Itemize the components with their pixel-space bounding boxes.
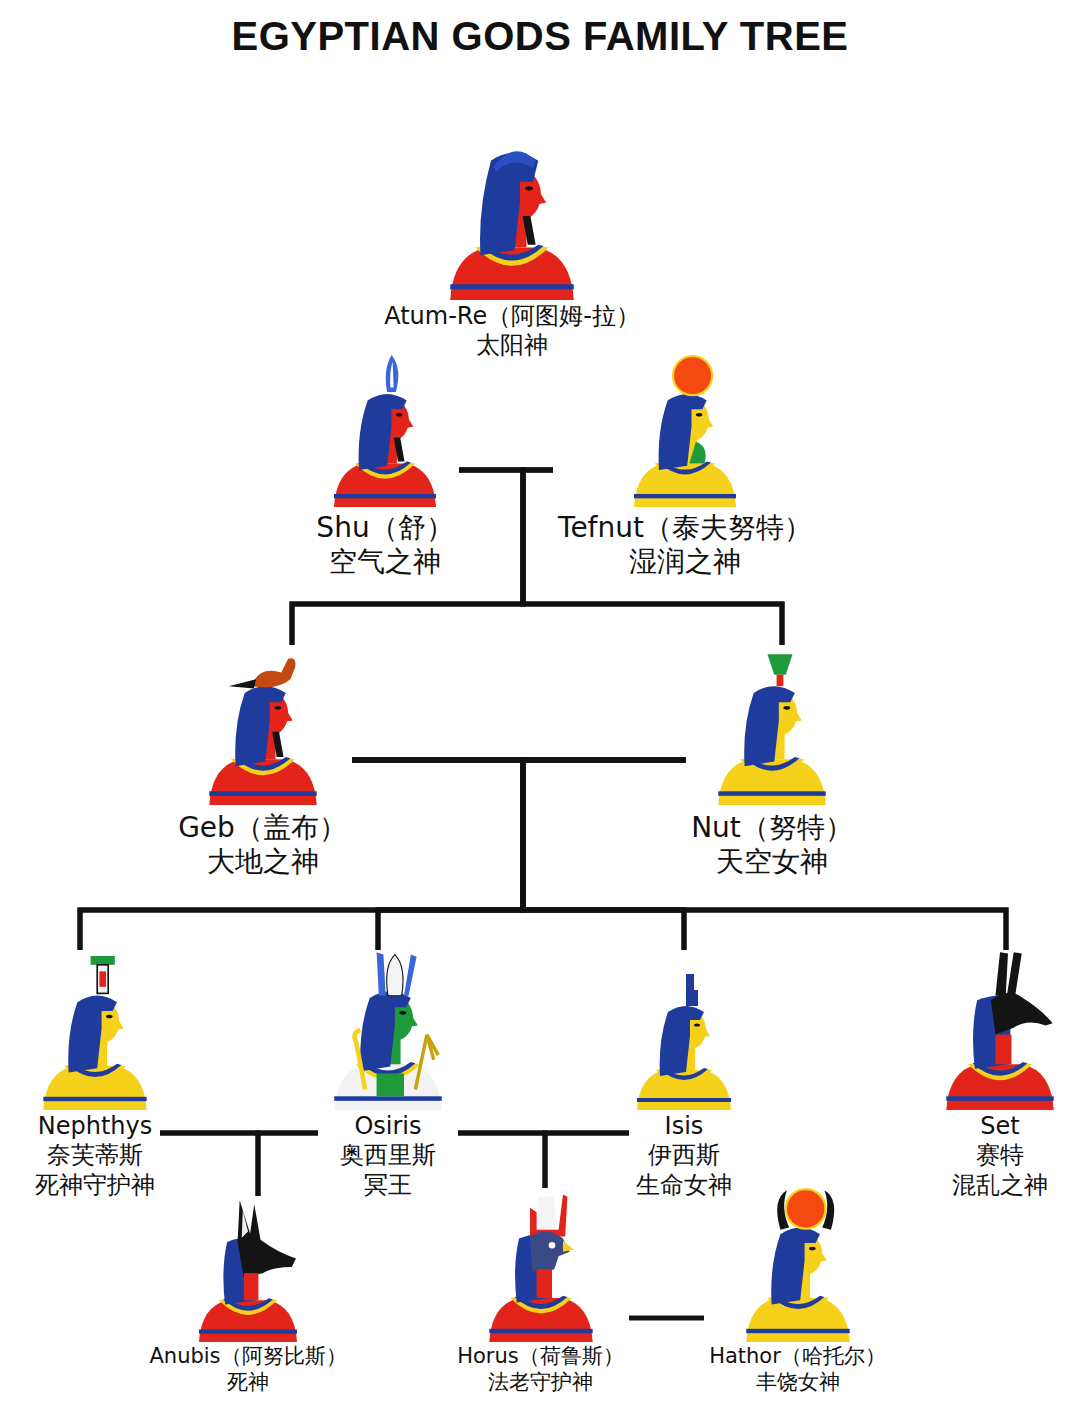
god-title: 赛特 bbox=[976, 1141, 1024, 1170]
god-node: Geb（盖布）大地之神 bbox=[173, 645, 352, 879]
god-name: Atum-Re（阿图姆-拉） bbox=[384, 302, 640, 331]
family-line bbox=[352, 760, 684, 950]
god-title: 生命女神 bbox=[636, 1171, 732, 1200]
god-title: 死神守护神 bbox=[35, 1171, 155, 1200]
god-figure bbox=[634, 950, 734, 1110]
god-figure bbox=[323, 950, 453, 1110]
god-node: Horus（荷鲁斯）法老守护神 bbox=[452, 1188, 629, 1395]
god-name: Nut（努特） bbox=[691, 811, 853, 845]
god-node: Shu（舒）空气之神 bbox=[311, 355, 459, 579]
god-node: Nut（努特）天空女神 bbox=[686, 645, 858, 879]
family-line bbox=[292, 470, 523, 645]
god-figure bbox=[422, 116, 602, 300]
god-title: 天空女神 bbox=[716, 845, 828, 879]
god-node: Set赛特混乱之神 bbox=[930, 950, 1070, 1200]
god-title: 奥西里斯 bbox=[340, 1141, 436, 1170]
god-node: Hathor（哈托尔）丰饶女神 bbox=[704, 1183, 891, 1395]
family-line bbox=[160, 1133, 258, 1196]
god-figure bbox=[707, 645, 837, 805]
family-line bbox=[258, 1133, 318, 1196]
family-line bbox=[459, 470, 782, 645]
god-title: 伊西斯 bbox=[648, 1141, 720, 1170]
god-name: Set bbox=[980, 1112, 1019, 1141]
god-title: 冥王 bbox=[364, 1171, 412, 1200]
family-line bbox=[80, 760, 523, 950]
family-line bbox=[545, 1133, 629, 1188]
god-name: Hathor（哈托尔） bbox=[709, 1344, 886, 1370]
god-title: 死神 bbox=[227, 1370, 269, 1396]
god-name: Shu（舒） bbox=[316, 511, 453, 545]
god-name: Anubis（阿努比斯） bbox=[149, 1344, 346, 1370]
family-line bbox=[523, 470, 782, 645]
god-title: 空气之神 bbox=[329, 545, 441, 579]
god-figure bbox=[743, 1183, 853, 1342]
god-node: Tefnut（泰夫努特）湿润之神 bbox=[553, 355, 817, 579]
god-title: 法老守护神 bbox=[488, 1370, 593, 1396]
god-figure bbox=[320, 355, 450, 507]
god-title: 太阳神 bbox=[476, 331, 548, 360]
god-title: 奈芙蒂斯 bbox=[47, 1141, 143, 1170]
god-name: Geb（盖布） bbox=[178, 811, 347, 845]
family-line bbox=[458, 1133, 545, 1188]
god-node: Nephthys奈芙蒂斯死神守护神 bbox=[30, 950, 160, 1200]
god-node: Isis伊西斯生命女神 bbox=[629, 950, 739, 1200]
god-title: 丰饶女神 bbox=[756, 1370, 840, 1396]
god-figure bbox=[935, 950, 1065, 1110]
god-figure bbox=[193, 645, 333, 805]
god-node: Anubis（阿努比斯）死神 bbox=[144, 1196, 352, 1395]
god-name: Tefnut（泰夫努特） bbox=[558, 511, 812, 545]
family-line bbox=[378, 760, 686, 950]
family-line bbox=[80, 760, 686, 950]
family-line bbox=[352, 760, 1006, 950]
family-line bbox=[523, 760, 686, 950]
diagram-title: EGYPTIAN GODS FAMILY TREE bbox=[0, 14, 1080, 59]
god-node: Atum-Re（阿图姆-拉）太阳神 bbox=[379, 116, 645, 361]
god-title: 混乱之神 bbox=[952, 1171, 1048, 1200]
god-name: Osiris bbox=[354, 1112, 421, 1141]
family-line bbox=[629, 1316, 704, 1321]
god-figure bbox=[40, 950, 150, 1110]
god-name: Isis bbox=[665, 1112, 704, 1141]
god-title: 大地之神 bbox=[207, 845, 319, 879]
god-figure bbox=[629, 355, 741, 507]
god-node: Osiris奥西里斯冥王 bbox=[318, 950, 458, 1200]
god-name: Horus（荷鲁斯） bbox=[457, 1344, 624, 1370]
family-line bbox=[292, 470, 553, 645]
god-figure bbox=[178, 1196, 318, 1342]
god-title: 湿润之神 bbox=[629, 545, 741, 579]
family-line bbox=[523, 760, 1006, 950]
god-name: Nephthys bbox=[38, 1112, 153, 1141]
god-figure bbox=[481, 1188, 601, 1342]
